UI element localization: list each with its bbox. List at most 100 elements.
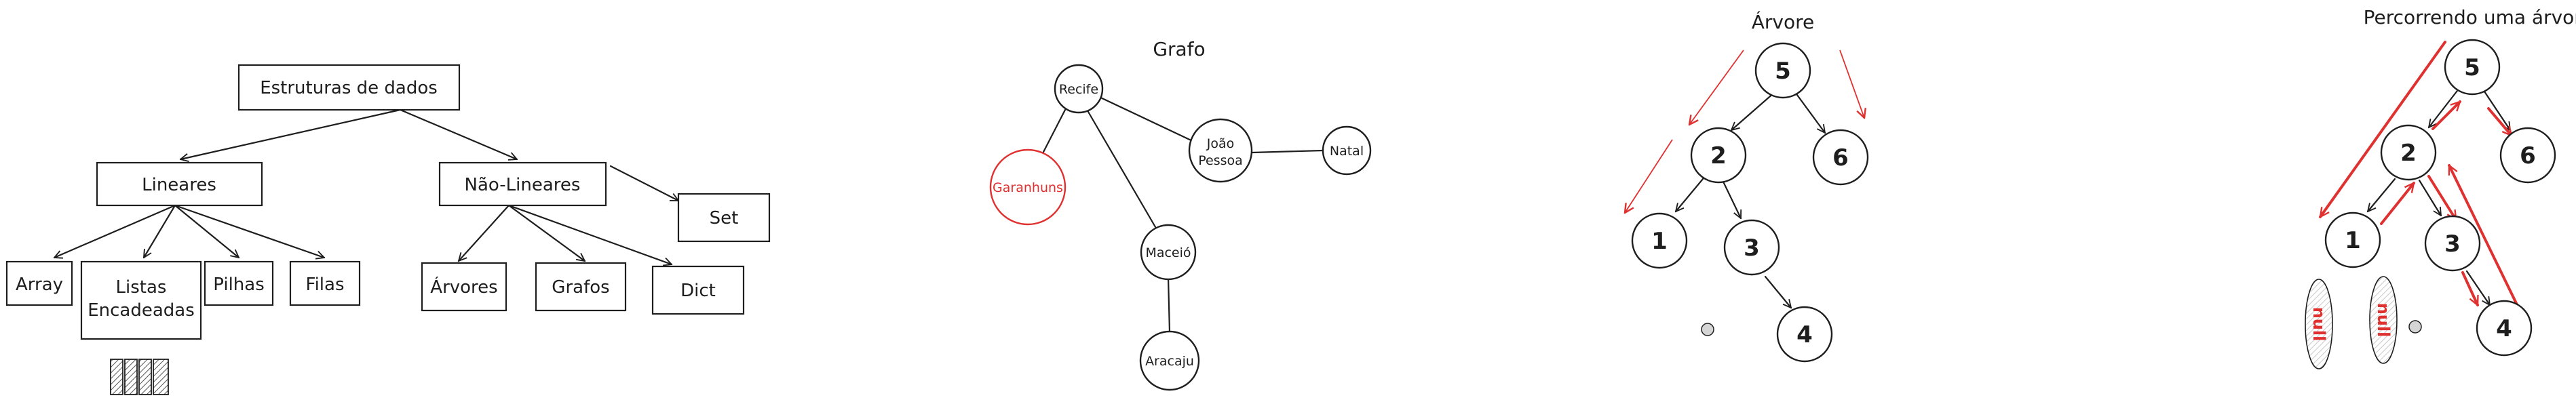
trav-node-4-label: 4: [2496, 315, 2512, 342]
trav-edge-5-2: [2429, 87, 2461, 127]
filas-label: Filas: [306, 275, 345, 295]
node-maceio: [1140, 224, 1197, 281]
edge-lineares-listas: [142, 204, 176, 258]
edge-recife-maceio: [1084, 106, 1159, 232]
null-label: null: [2309, 307, 2328, 342]
trav-edge-2-1: [2368, 178, 2396, 212]
filas-box: [289, 260, 361, 306]
traversal-title: Percorrendo uma árvore: [2364, 6, 2576, 28]
tree-edge-5-6: [1794, 91, 1825, 133]
grafos-label: Grafos: [552, 277, 609, 298]
trav-node-4: [2476, 300, 2533, 357]
null-leaf-left: null: [2305, 279, 2333, 369]
edge-nl-arvores: [459, 204, 510, 261]
edge-lineares-pilhas: [174, 204, 239, 258]
edge-lineares-filas: [174, 204, 324, 258]
node-recife-label: Recife: [1059, 82, 1098, 97]
nao-lineares-box: [438, 161, 607, 207]
nao-lineares-label: Não-Lineares: [465, 175, 581, 195]
tree-edge-2-3: [1722, 180, 1741, 218]
tree-null-dot: [1701, 323, 1714, 336]
arvores-label: Árvores: [430, 276, 497, 298]
null-label: null: [2374, 303, 2393, 338]
node-garanhuns: [989, 148, 1066, 226]
set-label: Set: [710, 208, 739, 228]
trav-red-4-back-2: [2448, 165, 2525, 320]
trav-node-6: [2499, 127, 2556, 184]
edge-maceio-aracaju: [1167, 277, 1171, 334]
edge-recife-garanhuns: [1040, 108, 1066, 157]
tree-node-6: [1812, 129, 1869, 186]
set-box: [677, 193, 771, 243]
tree-node-2-label: 2: [1710, 142, 1727, 169]
pilhas-label: Pilhas: [213, 275, 265, 295]
dict-label: Dict: [680, 281, 716, 301]
linked-list-blocks: [110, 359, 169, 395]
trav-red-2-to-5: [2431, 100, 2461, 130]
trav-node-6-label: 6: [2520, 142, 2536, 169]
trav-node-1: [2324, 212, 2381, 268]
tree-node-3: [1723, 219, 1780, 276]
tree-node-2: [1690, 127, 1747, 184]
node-maceio-label: Maceió: [1145, 245, 1191, 260]
trav-edge-5-6: [2482, 88, 2510, 130]
edge-nl-set: [609, 165, 678, 202]
node-natal-label: Natal: [1330, 144, 1364, 159]
dict-box: [651, 265, 745, 315]
edge-nl-grafos: [507, 204, 585, 261]
node-joao-label-1: João: [1206, 136, 1235, 151]
tree-edge-2-1: [1676, 178, 1704, 212]
graph-title: Grafo: [1153, 38, 1205, 60]
trav-node-5-label: 5: [2464, 54, 2480, 81]
listas-label-1: Listas: [116, 277, 167, 298]
null-leaf-right: null: [2369, 276, 2398, 364]
traversal-diagram: Percorrendo uma árvore 5 2 6 1 3 4: [2305, 6, 2576, 369]
trav-node-1-label: 1: [2345, 227, 2361, 254]
array-label: Array: [16, 275, 63, 295]
root-label: Estruturas de dados: [260, 78, 438, 98]
tree-edge-3-4: [1764, 275, 1791, 308]
node-natal: [1322, 125, 1372, 176]
node-aracaju-label: Aracaju: [1145, 354, 1194, 369]
structures-diagram: Estruturas de dados Lineares Não-Lineare…: [5, 64, 771, 395]
svg-text:null: null: [2374, 303, 2393, 338]
array-box: [5, 260, 73, 306]
node-joao-label-2: Pessoa: [1198, 153, 1243, 168]
trav-red-1-to-2: [2380, 183, 2415, 225]
tree-node-5-label: 5: [1775, 58, 1791, 85]
trav-node-5: [2444, 39, 2501, 96]
tree-node-5: [1754, 42, 1811, 99]
traversal-path: [2319, 41, 2525, 320]
tree-node-6-label: 6: [1832, 144, 1849, 172]
memory-block: [138, 359, 152, 395]
trav-node-3: [2424, 215, 2481, 272]
hint-arrow-left-top: [1689, 49, 1744, 125]
memory-block: [124, 359, 138, 395]
listas-box: [80, 260, 202, 340]
pilhas-box: [204, 260, 274, 306]
node-recife: [1054, 64, 1104, 114]
hint-arrow-left-mid: [1625, 139, 1673, 213]
trav-red-5-to-6: [2487, 107, 2513, 136]
lineares-box: [96, 161, 263, 207]
trav-node-3-label: 3: [2444, 230, 2461, 258]
edge-root-lineares: [180, 108, 402, 159]
tree-node-1: [1631, 212, 1688, 269]
lineares-label: Lineares: [142, 175, 216, 195]
svg-text:null: null: [2309, 307, 2328, 342]
tree-title: Árvore: [1752, 10, 1815, 33]
trav-edge-2-3: [2418, 179, 2442, 216]
node-garanhuns-label: Garanhuns: [993, 180, 1063, 195]
tree-node-4: [1776, 306, 1833, 363]
trav-edge-3-4: [2465, 270, 2490, 305]
root-box: [237, 64, 461, 111]
tree-node-3-label: 3: [1744, 235, 1760, 262]
trav-red-2-to-3: [2427, 175, 2457, 220]
memory-block: [110, 359, 123, 395]
tree-node-4-label: 4: [1796, 321, 1813, 348]
edge-nl-dict: [507, 204, 672, 264]
edge-recife-joao: [1082, 88, 1197, 144]
tree-diagram: Árvore 5 2 6 1 3 4: [1625, 10, 1869, 363]
trav-null-dot: [2408, 320, 2422, 334]
